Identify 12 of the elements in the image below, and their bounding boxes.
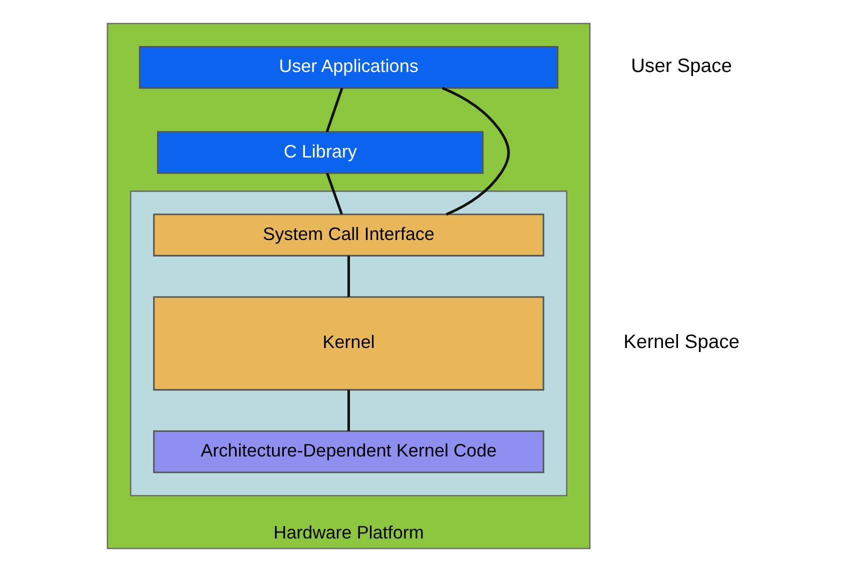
connector [442, 86, 510, 216]
node-box: User Applications [138, 46, 558, 89]
node-box: Architecture-Dependent Kernel Code [153, 430, 544, 474]
label: User Space [630, 54, 732, 77]
label: Kernel Space [623, 330, 740, 353]
cluster [130, 190, 568, 496]
connector [347, 390, 350, 432]
node-box: C Library [157, 131, 484, 174]
connector [326, 88, 344, 132]
node-box: System Call Interface [153, 214, 544, 256]
connector [347, 256, 350, 297]
node-box: Kernel [153, 296, 544, 391]
